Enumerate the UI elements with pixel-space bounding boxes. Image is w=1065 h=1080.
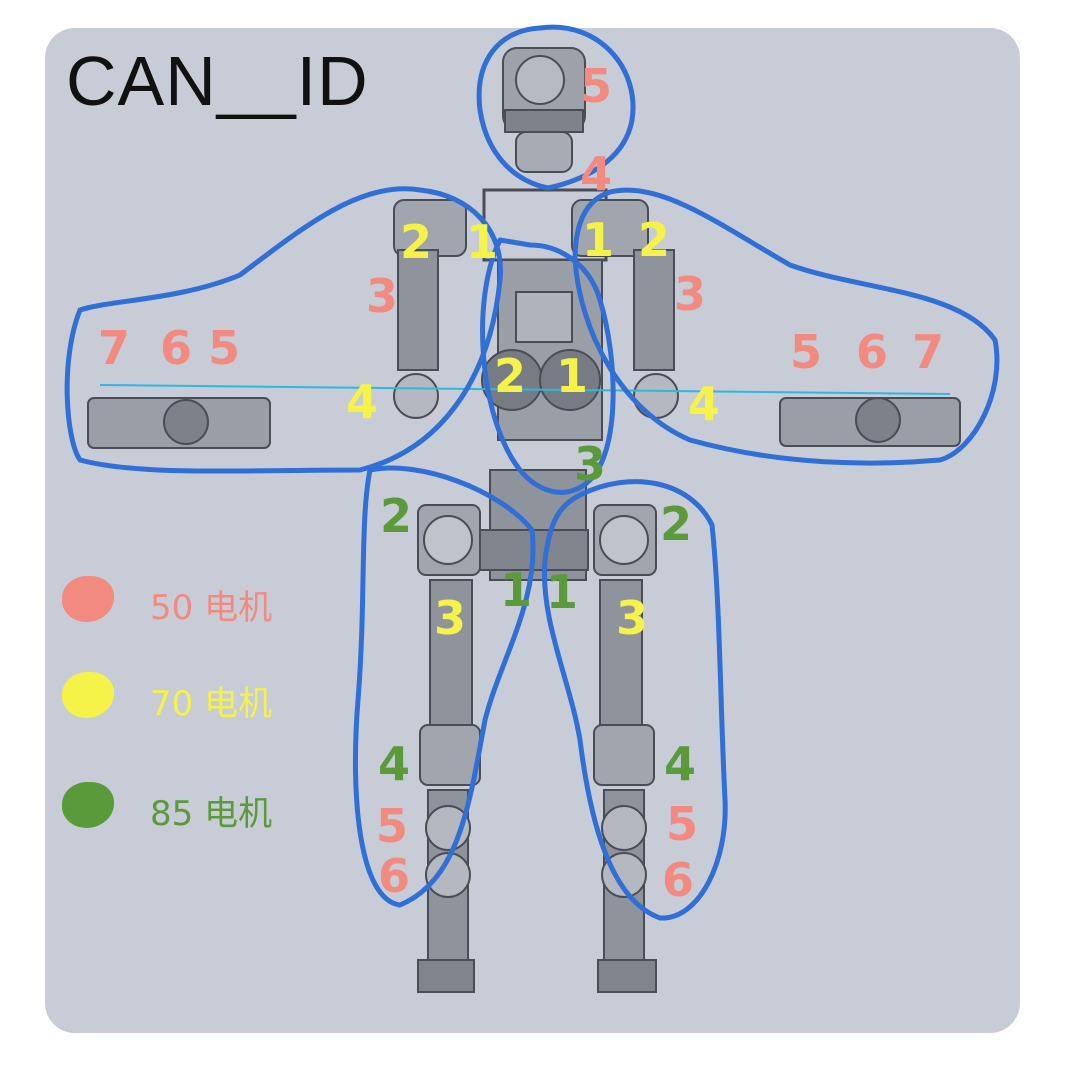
left-foot — [417, 959, 475, 993]
left-leg-outline — [352, 465, 536, 908]
right-leg-id-2: 2 — [660, 497, 692, 551]
waist-id-2: 2 — [494, 349, 526, 403]
left-arm-outline — [64, 186, 503, 474]
head-id-5: 5 — [580, 59, 612, 113]
left-leg-id-4: 4 — [378, 737, 410, 791]
left-arm-id-2: 2 — [400, 215, 432, 269]
group-outlines — [64, 24, 1000, 921]
legend-dot-50 — [62, 576, 114, 622]
legend-label-70: 70 电机 — [150, 684, 273, 724]
left-arm-id-1: 1 — [466, 215, 498, 269]
left-arm-id-6: 6 — [160, 321, 192, 375]
left-arm-id-5: 5 — [208, 321, 240, 375]
left-leg-id-5: 5 — [376, 799, 408, 853]
right-leg-id-5: 5 — [666, 797, 698, 851]
left-arm-id-4: 4 — [346, 375, 378, 429]
head-id-4: 4 — [580, 147, 612, 201]
left-leg-id-6: 6 — [378, 849, 410, 903]
left-thigh — [429, 579, 473, 731]
left-upper-arm — [397, 249, 439, 371]
diagram-title: CAN__ID — [66, 42, 369, 120]
right-arm-id-2: 2 — [638, 213, 670, 267]
right-arm-id-4: 4 — [688, 377, 720, 431]
waist-outline — [480, 237, 616, 495]
joint-id-labels: 5 4 2 1 3 2 1 3 4 7 6 5 1 2 3 4 5 6 7 2 … — [98, 59, 944, 907]
right-leg-id-6: 6 — [662, 853, 694, 907]
left-leg-id-3: 3 — [434, 591, 466, 645]
right-arm-id-3: 3 — [674, 267, 706, 321]
robot-neck — [515, 131, 573, 173]
waist-id-3: 3 — [574, 437, 606, 491]
right-thigh — [599, 579, 643, 731]
right-leg-id-4: 4 — [664, 737, 696, 791]
right-arm-outline — [572, 187, 1000, 466]
waist-id-1: 1 — [556, 349, 588, 403]
right-arm-id-1: 1 — [582, 213, 614, 267]
left-leg-id-1: 1 — [500, 563, 532, 617]
right-arm-id-7: 7 — [912, 325, 944, 379]
right-shoulder — [571, 199, 649, 257]
head-outline — [476, 24, 636, 191]
left-arm-id-3: 3 — [366, 269, 398, 323]
legend-dot-70 — [62, 672, 114, 718]
right-arm-id-5: 5 — [790, 325, 822, 379]
right-leg-id-3: 3 — [616, 591, 648, 645]
left-leg-id-2: 2 — [380, 489, 412, 543]
right-foot — [597, 959, 657, 993]
forearm-reference-line — [99, 384, 951, 395]
right-arm-id-6: 6 — [856, 325, 888, 379]
right-leg-outline — [541, 479, 728, 921]
legend-dot-85 — [62, 782, 114, 828]
right-upper-arm — [633, 249, 675, 371]
right-leg-id-1: 1 — [546, 565, 578, 619]
legend-label-85: 85 电机 — [150, 794, 273, 834]
legend-label-50: 50 电机 — [150, 588, 273, 628]
left-arm-id-7: 7 — [98, 321, 130, 375]
